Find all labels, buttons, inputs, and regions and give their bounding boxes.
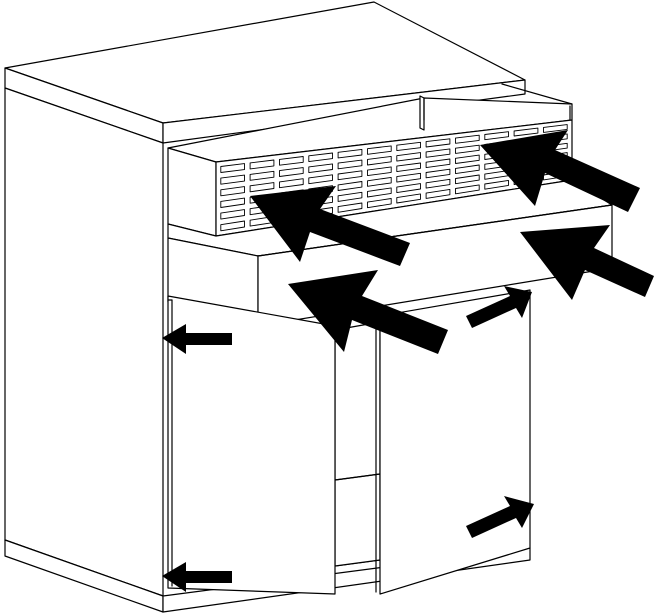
pigeonhole-cell — [543, 124, 568, 133]
pigeonhole-cell — [455, 174, 480, 185]
pigeonhole-cell — [249, 159, 275, 170]
pigeonhole-cell — [279, 167, 304, 177]
cabinet-left-side — [4, 87, 164, 613]
arrow-left-door-hinge-top — [162, 324, 232, 354]
pigeonhole-cell — [367, 176, 392, 187]
pigeonhole-cell — [220, 163, 245, 173]
pigeonhole-cell — [425, 188, 451, 199]
pigeonhole-cell — [337, 191, 363, 202]
pigeonhole-cell — [396, 152, 421, 162]
arrow-right-door-hinge-top — [466, 286, 532, 328]
pigeonhole-cell — [484, 131, 509, 141]
pigeonhole-cell — [220, 186, 245, 197]
pigeonhole-cell — [396, 162, 421, 173]
pigeonhole-cell — [279, 178, 304, 189]
pigeonhole-cell — [337, 159, 363, 170]
pigeonhole-cell — [279, 156, 304, 166]
cabinet-top — [4, 1, 526, 144]
pigeonhole-cell — [220, 174, 245, 185]
pigeonhole-cell — [425, 168, 451, 179]
pigeonhole-cell — [337, 202, 363, 213]
pigeonhole-cell — [484, 179, 509, 190]
pigeonhole-cell — [367, 166, 392, 177]
arrow-lower-drawer-front — [288, 270, 448, 354]
arrow-top-right-into-drawer — [480, 130, 640, 212]
pigeonhole-cell — [455, 184, 480, 195]
arrow-left-door-hinge-bottom — [162, 562, 232, 592]
pigeonhole-cell — [396, 183, 421, 194]
pigeonhole-cell — [249, 182, 275, 193]
cabinet-interior — [334, 321, 381, 567]
pigeonhole-cell — [337, 170, 363, 181]
pigeonhole-cell — [455, 134, 480, 144]
pigeonhole-cell — [425, 158, 451, 169]
pigeonhole-cell — [308, 152, 333, 163]
pigeonhole-cell — [337, 181, 363, 191]
pigeonhole-cell — [513, 127, 539, 137]
pigeonhole-cell — [308, 174, 333, 185]
arrows-layer — [162, 130, 654, 592]
pigeonhole-cell — [220, 220, 245, 232]
left-door — [167, 295, 336, 595]
pigeonhole-cell — [367, 198, 392, 209]
pigeonhole-cell — [425, 138, 451, 148]
pigeonhole-cell — [455, 164, 480, 175]
pigeonhole-cell — [367, 187, 392, 198]
pigeonhole-cell — [220, 197, 245, 208]
pigeonhole-cell — [220, 209, 245, 220]
pigeonhole-cell — [367, 145, 392, 155]
pigeonhole-cell — [455, 154, 480, 164]
pigeonhole-cell — [455, 144, 480, 154]
pigeonhole-cell — [396, 193, 421, 204]
pigeonhole-cell — [249, 170, 275, 181]
arrow-upper-drawer-front — [250, 186, 410, 266]
pigeonhole-cell — [367, 155, 392, 166]
pigeonhole-cell — [308, 163, 333, 174]
pigeonhole-cell — [425, 178, 451, 189]
pigeonhole-cell — [425, 148, 451, 158]
arrow-right-door-hinge-bottom — [466, 496, 534, 538]
pigeonhole-cell — [337, 148, 363, 159]
pigeonhole-cell — [396, 172, 421, 183]
pigeonhole-cell — [396, 141, 421, 152]
arrow-right-drawer-side — [520, 225, 654, 300]
